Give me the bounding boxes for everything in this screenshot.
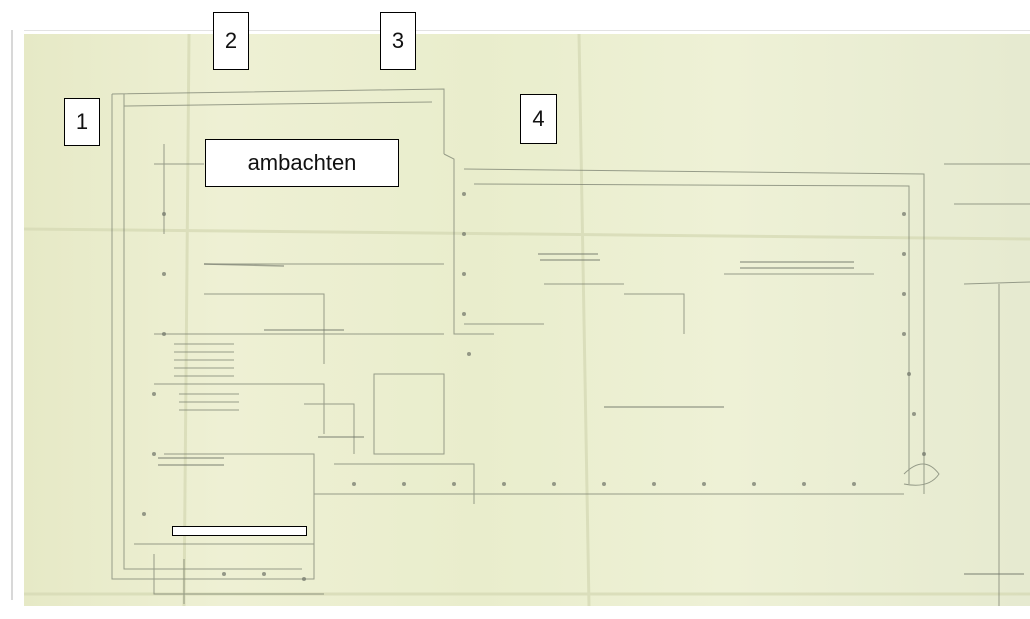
floor-plan-drawing [24,34,1030,606]
marker-4-label: 4 [520,94,557,144]
column-markers [142,192,926,581]
marker-2-label: 2 [213,12,249,70]
scale-bar [172,526,307,536]
image-frame-edge [11,30,13,600]
room-name-label: ambachten [205,139,399,187]
plan-lines [111,88,1030,606]
marker-3-label: 3 [380,12,416,70]
marker-1-label: 1 [64,98,100,146]
illegible-annotations [158,253,1024,575]
image-frame-edge-top [24,30,1030,31]
